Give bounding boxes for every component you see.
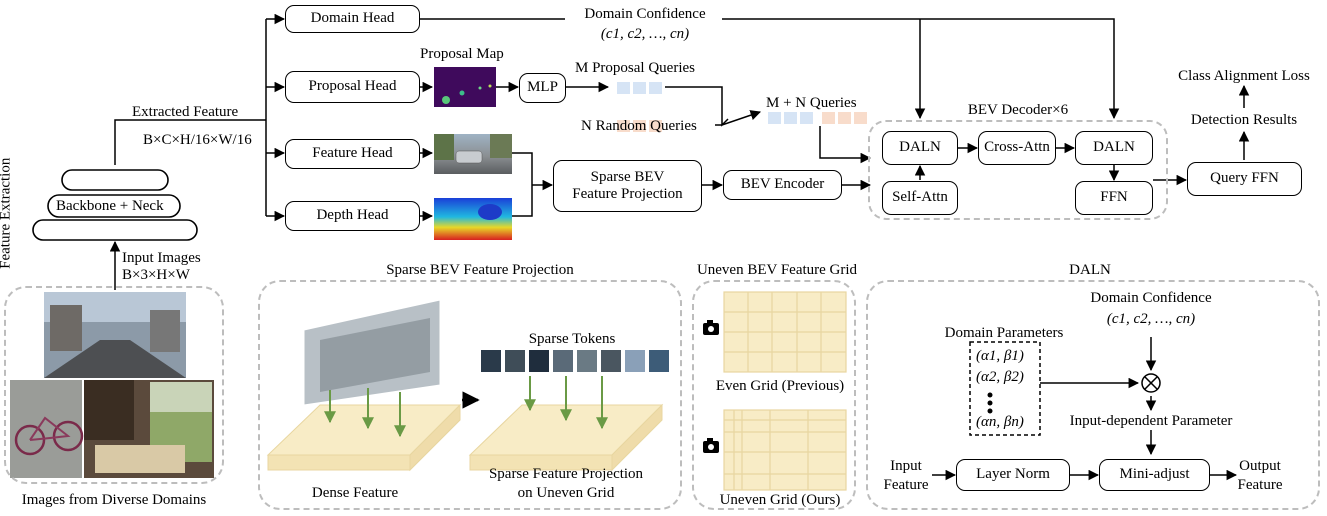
bev-encoder-box: BEV Encoder — [723, 170, 842, 200]
output-feature-label-1: Output — [1239, 458, 1281, 474]
dense-feature-caption: Dense Feature — [311, 485, 399, 501]
daln-box-1: DALN — [882, 131, 958, 165]
camera-icon — [703, 320, 719, 335]
sparse-projection-text: Sparse BEV Feature Projection — [572, 168, 683, 202]
feature-head-box: Feature Head — [285, 139, 420, 169]
sparse-caption-line2: on Uneven Grid — [517, 485, 615, 501]
sparse-projection-panel — [258, 280, 682, 510]
output-feature-label-2: Feature — [1237, 477, 1283, 493]
uneven-grid-panel — [692, 280, 856, 510]
proposal-head-box: Proposal Head — [285, 71, 420, 103]
camera-icon — [703, 438, 719, 453]
multiply-icon — [1141, 373, 1161, 393]
daln-box-2: DALN — [1075, 131, 1153, 165]
random-query-tokens — [617, 120, 662, 132]
daln-panel — [866, 280, 1320, 510]
sparse-tokens-label: Sparse Tokens — [528, 331, 616, 347]
uneven-grid-caption: Uneven Grid (Ours) — [719, 492, 841, 508]
proposal-queries-label: M Proposal Queries — [575, 60, 695, 76]
sparse-projection-box: Sparse BEV Feature Projection — [553, 160, 702, 212]
daln-confidence-vector: (c1, c2, …, cn) — [1106, 311, 1196, 327]
extracted-shape-label: B×C×H/16×W/16 — [143, 132, 252, 148]
indoor-room-image — [84, 380, 214, 478]
image-patch-stack — [303, 299, 441, 406]
domain-confidence-label: Domain Confidence — [584, 6, 706, 22]
bicycle-image — [10, 380, 84, 478]
sparse-panel-title: Sparse BEV Feature Projection — [386, 262, 574, 278]
input-feature-label-2: Feature — [883, 477, 929, 493]
sparse-projection-arrows — [524, 376, 608, 430]
param-1: (α1, β1) — [976, 348, 1024, 364]
combined-queries-label: M + N Queries — [766, 95, 857, 111]
domain-parameters-label: Domain Parameters — [944, 325, 1064, 341]
grid-panel-title: Uneven BEV Feature Grid — [696, 262, 858, 278]
query-ffn-box: Query FFN — [1187, 162, 1302, 196]
proposal-map-label: Proposal Map — [420, 46, 504, 62]
cross-attn-box: Cross-Attn — [978, 131, 1056, 165]
dense-projection-arrows — [324, 388, 406, 438]
domain-parameters-box — [969, 341, 1041, 436]
param-n: (αn, βn) — [976, 414, 1024, 430]
domains-caption: Images from Diverse Domains — [21, 492, 207, 508]
dense-feature-grid — [266, 403, 462, 472]
combined-query-tokens — [768, 112, 867, 124]
domain-confidence-vector: (c1, c2, …, cn) — [600, 26, 690, 42]
sparse-feature-grid — [468, 403, 664, 472]
proposal-map-image — [434, 67, 496, 107]
bev-decoder-title: BEV Decoder×6 — [967, 102, 1069, 118]
depth-head-box: Depth Head — [285, 201, 420, 231]
daln-confidence-label: Domain Confidence — [1090, 290, 1212, 306]
param-2: (α2, β2) — [976, 369, 1024, 385]
detection-results-label: Detection Results — [1190, 112, 1298, 128]
uneven-grid — [723, 409, 847, 491]
feature-extraction-label: Feature Extraction — [0, 157, 14, 269]
extracted-feature-label: Extracted Feature — [132, 104, 239, 120]
city-street-image — [44, 292, 186, 378]
input-domains-panel — [4, 286, 224, 484]
domain-head-box: Domain Head — [285, 5, 420, 33]
sparse-caption-line1: Sparse Feature Projection — [488, 466, 644, 482]
mini-adjust-box: Mini-adjust — [1099, 459, 1210, 491]
self-attn-box: Self-Attn — [882, 181, 958, 215]
ellipsis-dots — [987, 392, 993, 414]
bev-decoder-panel — [868, 120, 1168, 220]
even-grid — [723, 291, 847, 373]
input-dependent-label: Input-dependent Parameter — [1069, 413, 1233, 429]
proposal-query-tokens — [617, 82, 662, 94]
input-images-label: Input Images — [122, 250, 201, 266]
random-queries-label: N Random Queries — [581, 118, 697, 134]
input-shape-label: B×3×H×W — [122, 267, 190, 283]
depth-image — [434, 198, 512, 240]
even-grid-caption: Even Grid (Previous) — [715, 378, 845, 394]
street-image — [434, 134, 512, 174]
ffn-box: FFN — [1075, 181, 1153, 215]
layer-norm-box: Layer Norm — [956, 459, 1070, 491]
sparse-token-strip — [481, 350, 669, 372]
daln-panel-title: DALN — [1069, 262, 1111, 278]
backbone-label: Backbone + Neck — [56, 198, 164, 214]
input-feature-label-1: Input — [890, 458, 922, 474]
mlp-box: MLP — [519, 73, 566, 103]
class-alignment-label: Class Alignment Loss — [1178, 68, 1310, 84]
